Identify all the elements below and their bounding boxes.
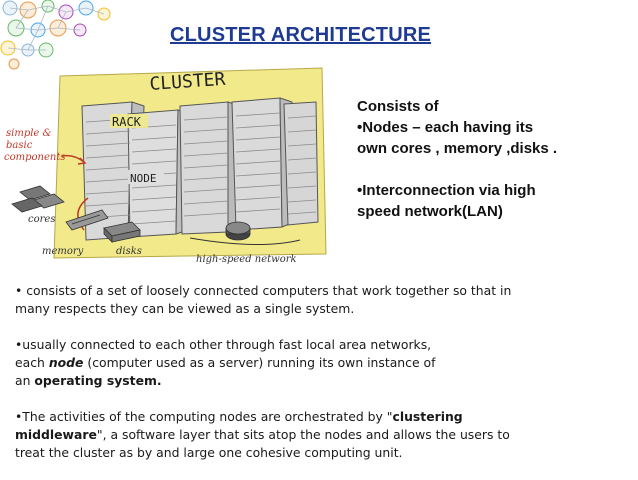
p1-line2: many respects they can be viewed as a si… <box>15 301 355 316</box>
p3-line1-a: •The activities of the computing nodes a… <box>15 409 393 424</box>
cores-label: cores <box>28 214 55 225</box>
key-points-heading: Consists of <box>357 98 439 115</box>
p2-line3-a: an <box>15 373 35 388</box>
components-label: components <box>4 152 65 163</box>
p1-line1: • consists of a set of loosely connected… <box>15 283 512 298</box>
paragraph-3: •The activities of the computing nodes a… <box>15 408 630 462</box>
decorative-icon-cluster <box>0 0 111 70</box>
operating-system-term: operating system. <box>34 373 162 388</box>
key-point-nodes-line2: own cores , memory ,disks . <box>357 140 558 157</box>
description-text: • consists of a set of loosely connected… <box>15 282 630 480</box>
cores-icon <box>11 185 65 213</box>
middleware-term: middleware <box>15 427 97 442</box>
p2-line2-a: each <box>15 355 49 370</box>
disks-label: disks <box>116 246 142 257</box>
node-label: NODE <box>130 172 157 185</box>
network-device-icon <box>225 221 251 241</box>
paragraph-1: • consists of a set of loosely connected… <box>15 282 630 318</box>
network-cable <box>189 237 301 246</box>
cluster-illustration: CLUSTER RACK NODE s <box>4 67 327 265</box>
clustering-term: clustering <box>392 409 463 424</box>
key-point-nodes-line1: •Nodes – each having its <box>357 119 534 136</box>
p3-line2-b: ", a software layer that sits atop the n… <box>96 427 510 442</box>
rack-label: RACK <box>112 115 142 129</box>
basic-label: basic <box>6 140 33 151</box>
rack-group <box>81 97 319 241</box>
p2-line1: •usually connected to each other through… <box>15 337 432 352</box>
paragraph-2: •usually connected to each other through… <box>15 336 630 390</box>
p2-line2-b: (computer used as a server) running its … <box>83 355 436 370</box>
node-term: node <box>48 355 84 370</box>
page-title: CLUSTER ARCHITECTURE <box>170 24 432 46</box>
node-slot-lines <box>85 112 317 225</box>
memory-icon <box>65 209 109 231</box>
key-point-interconnect-line2: speed network(LAN) <box>357 203 503 220</box>
p3-line3: treat the cluster as by and large one co… <box>15 445 403 460</box>
memory-label: memory <box>42 246 84 257</box>
simple-label: simple & <box>6 128 52 139</box>
key-points: Consists of •Nodes – each having its own… <box>357 96 627 222</box>
disks-icon <box>103 221 141 243</box>
network-label: high-speed network <box>196 254 297 265</box>
key-point-interconnect-line1: •Interconnection via high <box>357 182 536 199</box>
